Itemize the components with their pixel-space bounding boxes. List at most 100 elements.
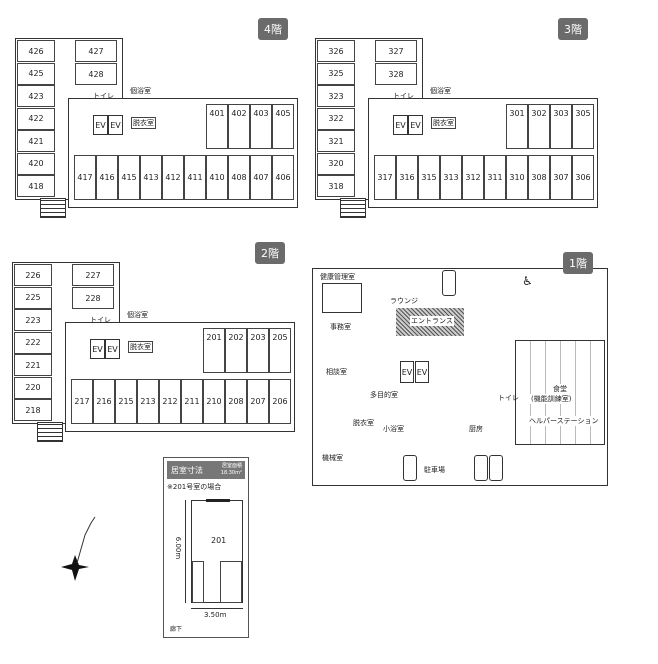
dressing-label: 脱衣室 <box>431 117 456 129</box>
parked-car <box>442 270 456 296</box>
unit-width-line <box>191 608 243 609</box>
room-323: 323 <box>317 85 355 107</box>
room-312: 312 <box>462 155 484 200</box>
room-425: 425 <box>17 62 55 85</box>
unit-room-number: 201 <box>211 536 227 545</box>
room-407: 407 <box>250 155 272 200</box>
room-220: 220 <box>14 376 52 399</box>
stairs <box>37 422 63 442</box>
room-416: 416 <box>96 155 118 200</box>
room-421: 421 <box>17 130 55 152</box>
room-210: 210 <box>203 379 225 424</box>
unit-title: 居室寸法 <box>171 466 203 475</box>
unit-dimension-panel: 居室寸法 居室面積 18.30m² ※201号室の場合 201 6.00m 3.… <box>163 457 249 638</box>
room-315: 315 <box>418 155 440 200</box>
bath-label: 個浴室 <box>430 87 451 95</box>
room-217: 217 <box>71 379 93 424</box>
room-428: 428 <box>75 63 117 85</box>
bath-label: 個浴室 <box>130 87 151 95</box>
room-326: 326 <box>317 40 355 62</box>
room-226: 226 <box>14 264 52 286</box>
health-room-box <box>322 283 362 313</box>
room-423: 423 <box>17 85 55 107</box>
consult: 相談室 <box>326 368 347 376</box>
unit-width: 3.50m <box>204 611 227 619</box>
room-403: 403 <box>250 104 272 149</box>
dressing: 脱衣室 <box>353 419 374 427</box>
room-405: 405 <box>272 104 294 149</box>
elevator: EV <box>400 361 414 383</box>
elevator: EV <box>90 339 105 359</box>
room-420: 420 <box>17 152 55 175</box>
room-207: 207 <box>247 379 269 424</box>
floor-badge: 4階 <box>258 18 288 40</box>
floor-badge: 1階 <box>563 252 593 274</box>
room-215: 215 <box>115 379 137 424</box>
room-418: 418 <box>17 175 55 197</box>
room-223: 223 <box>14 309 52 331</box>
dressing-label: 脱衣室 <box>131 117 156 129</box>
unit-corridor-label: 廊下 <box>170 626 183 633</box>
room-318: 318 <box>317 175 355 197</box>
room-307: 307 <box>550 155 572 200</box>
dining: 食堂 <box>552 384 568 394</box>
unit-closet <box>192 561 204 603</box>
room-302: 302 <box>528 104 550 149</box>
elevator: EV <box>105 339 120 359</box>
room-402: 402 <box>228 104 250 149</box>
room-316: 316 <box>396 155 418 200</box>
elevator: EV <box>93 115 108 135</box>
parked-car <box>474 455 488 481</box>
room-310: 310 <box>506 155 528 200</box>
room-202: 202 <box>225 328 247 373</box>
unit-caption: ※201号室の場合 <box>167 483 222 491</box>
room-327: 327 <box>375 40 417 62</box>
room-206: 206 <box>269 379 291 424</box>
toilet-label: トイレ <box>93 92 114 100</box>
room-411: 411 <box>184 155 206 200</box>
unit-depth-line <box>185 500 186 603</box>
unit-depth: 6.00m <box>174 536 183 560</box>
room-322: 322 <box>317 107 355 130</box>
multi-purpose: 多目的室 <box>370 391 398 399</box>
lounge: ラウンジ <box>390 297 418 305</box>
room-203: 203 <box>247 328 269 373</box>
unit-area-label: 居室面積 <box>221 463 242 469</box>
room-426: 426 <box>17 40 55 62</box>
room-228: 228 <box>72 287 114 309</box>
helper-station: ヘルパーステーション <box>528 416 600 426</box>
entrance: エントランス <box>410 316 454 326</box>
elevator: EV <box>415 361 429 383</box>
elevator: EV <box>408 115 423 135</box>
small-bath: 小浴室 <box>383 425 404 433</box>
unit-area: 18.30m² <box>220 470 242 476</box>
unit-washroom <box>220 561 242 603</box>
room-222: 222 <box>14 331 52 354</box>
parked-car <box>489 455 503 481</box>
unit-room: 201 <box>191 499 243 603</box>
room-213: 213 <box>137 379 159 424</box>
health-room: 健康管理室 <box>320 273 355 281</box>
room-321: 321 <box>317 130 355 152</box>
room-208: 208 <box>225 379 247 424</box>
room-303: 303 <box>550 104 572 149</box>
floor-badge: 2階 <box>255 242 285 264</box>
room-225: 225 <box>14 286 52 309</box>
room-408: 408 <box>228 155 250 200</box>
room-410: 410 <box>206 155 228 200</box>
room-211: 211 <box>181 379 203 424</box>
toilet-label: トイレ <box>90 316 111 324</box>
room-325: 325 <box>317 62 355 85</box>
room-401: 401 <box>206 104 228 149</box>
stairs <box>40 198 66 218</box>
room-212: 212 <box>159 379 181 424</box>
stairs <box>340 198 366 218</box>
room-205: 205 <box>269 328 291 373</box>
elevator: EV <box>393 115 408 135</box>
room-415: 415 <box>118 155 140 200</box>
room-301: 301 <box>506 104 528 149</box>
office: 事務室 <box>330 323 351 331</box>
dining-sub: (機能訓練室) <box>530 394 573 404</box>
